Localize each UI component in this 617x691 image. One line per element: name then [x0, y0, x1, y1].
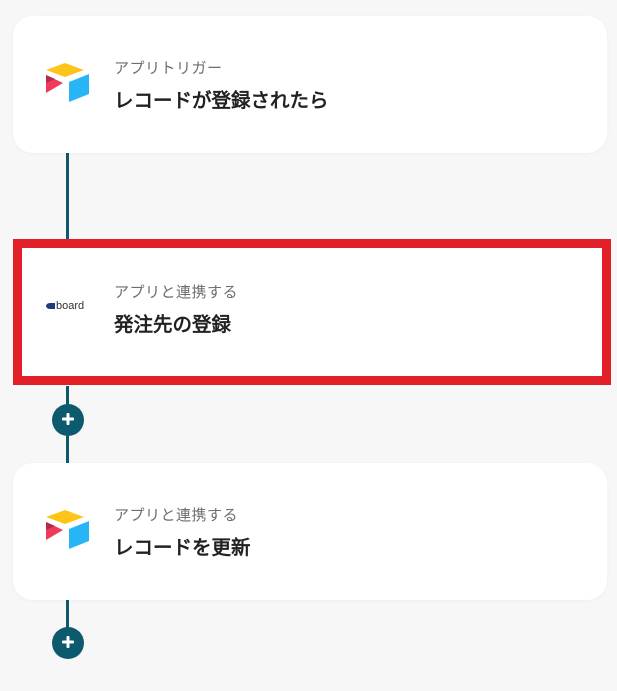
step-title: 発注先の登録 — [114, 313, 232, 336]
step-title: レコードを更新 — [114, 536, 251, 559]
step-subtitle: アプリと連携する — [114, 506, 239, 524]
airtable-icon — [43, 507, 93, 557]
airtable-icon — [43, 60, 93, 110]
flow-step-board-register[interactable]: board アプリと連携する 発注先の登録 — [13, 239, 611, 385]
plus-icon — [61, 634, 75, 653]
step-title: レコードが登録されたら — [114, 89, 329, 112]
step-subtitle: アプリと連携する — [114, 283, 239, 301]
plus-icon — [61, 411, 75, 430]
add-step-button[interactable] — [52, 627, 84, 659]
step-subtitle: アプリトリガー — [114, 59, 223, 77]
svg-text:board: board — [56, 300, 84, 312]
flow-step-update-record[interactable]: アプリと連携する レコードを更新 — [13, 463, 607, 600]
add-step-button[interactable] — [52, 404, 84, 436]
board-icon: board — [44, 286, 94, 326]
flow-connector — [66, 600, 69, 640]
flow-connector — [66, 153, 69, 243]
flow-step-trigger[interactable]: アプリトリガー レコードが登録されたら — [13, 16, 607, 153]
